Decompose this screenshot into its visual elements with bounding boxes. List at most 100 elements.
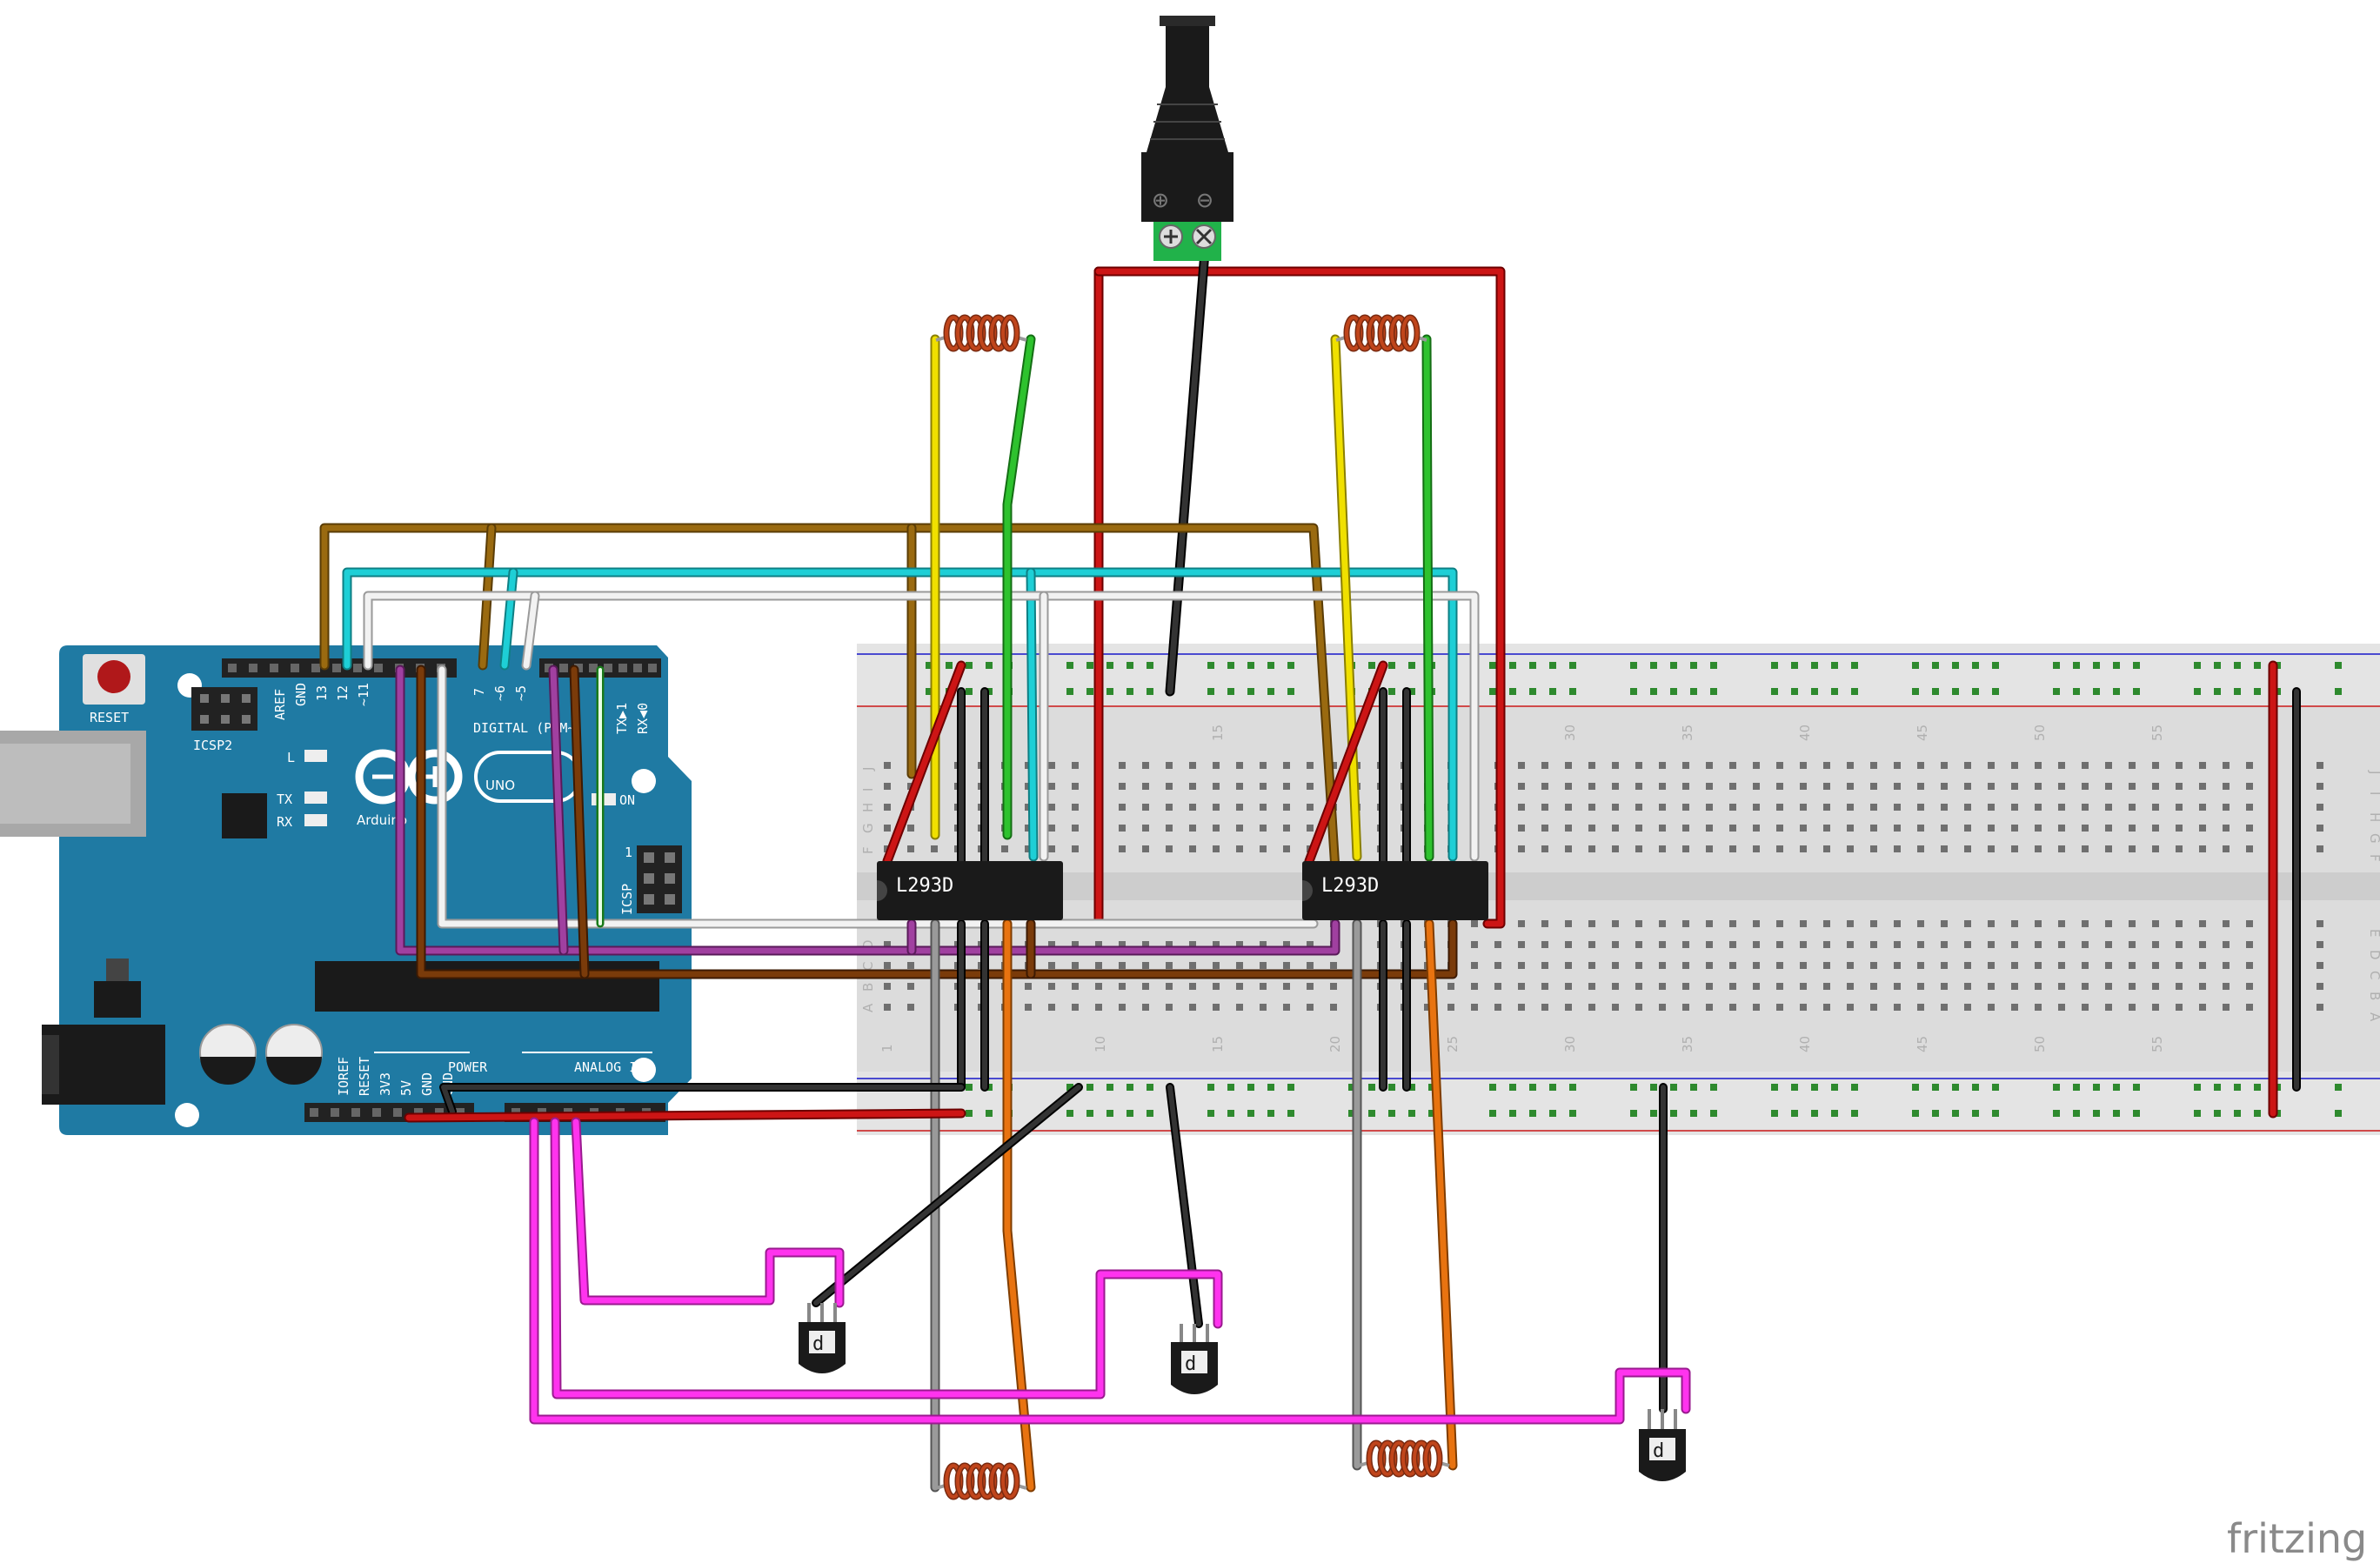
bb-hole	[1119, 783, 1126, 790]
bb-hole	[1988, 825, 1995, 832]
pin-label: 7	[471, 688, 487, 696]
bb-hole	[1706, 1004, 1713, 1011]
sensor-label: d	[1653, 1440, 1664, 1462]
bb-num-bottom: 40	[1797, 1036, 1813, 1052]
bb-hole	[1870, 941, 1877, 948]
bb-hole	[1729, 983, 1736, 990]
bb-rail-hole	[1811, 688, 1818, 695]
bb-hole	[1823, 1004, 1830, 1011]
uno-text: UNO	[485, 778, 515, 793]
bb-hole	[1659, 962, 1666, 969]
bb-hole	[1776, 920, 1783, 927]
bb-hole	[1964, 920, 1971, 927]
bb-hole	[1166, 804, 1173, 811]
bb-hole	[1236, 825, 1243, 832]
bb-hole	[1847, 804, 1854, 811]
bb-hole	[884, 804, 891, 811]
bb-hole	[1941, 920, 1948, 927]
bb-hole	[1119, 825, 1126, 832]
bb-hole	[2199, 783, 2206, 790]
header-pin	[435, 1108, 444, 1117]
bb-hole	[884, 962, 891, 969]
bb-hole	[1941, 762, 1948, 769]
bb-rail-hole	[2254, 1084, 2261, 1091]
bb-rail-hole	[1388, 1084, 1395, 1091]
bb-rail-hole	[1126, 688, 1133, 695]
bb-hole	[1260, 983, 1267, 990]
bb-rail-hole	[1831, 1084, 1838, 1091]
reset-button-cap[interactable]	[97, 660, 130, 693]
bb-hole	[2105, 941, 2112, 948]
bb-rail-hole	[966, 688, 973, 695]
bb-hole	[2105, 804, 2112, 811]
bb-hole	[1494, 1004, 1501, 1011]
bb-hole	[1917, 762, 1924, 769]
bb-row-letter: J	[2367, 770, 2380, 774]
bb-rail-hole	[1227, 1110, 1234, 1117]
bb-hole	[2011, 804, 2018, 811]
bb-hole	[1283, 1004, 1290, 1011]
bb-hole	[1142, 804, 1149, 811]
bb-hole	[1518, 804, 1525, 811]
bb-rail-hole	[1086, 688, 1093, 695]
bb-hole	[1283, 825, 1290, 832]
bb-num-bottom: 10	[1093, 1036, 1108, 1052]
header-pin	[310, 1108, 318, 1117]
bb-num-bottom: 20	[1327, 1036, 1343, 1052]
bb-hole	[1776, 762, 1783, 769]
bb-hole	[1612, 783, 1619, 790]
coil-top-left	[935, 314, 1027, 352]
bb-hole	[2176, 1004, 2183, 1011]
wire-brown	[321, 524, 1339, 873]
bb-hole	[1213, 825, 1220, 832]
mount-hole	[175, 1103, 199, 1127]
bb-hole	[2058, 825, 2065, 832]
bb-num-bottom: 50	[2032, 1036, 2048, 1052]
bb-num-bottom: 15	[1210, 1036, 1226, 1052]
analog-label: ANALOG IN	[574, 1059, 645, 1075]
bb-hole	[2082, 762, 2089, 769]
header-pin	[228, 664, 237, 672]
bb-num-top: 35	[1680, 725, 1695, 741]
header-pin	[353, 664, 362, 672]
bb-hole	[2223, 845, 2230, 852]
bb-hole	[1119, 962, 1126, 969]
bb-rail-hole	[1147, 688, 1153, 695]
bb-rail-hole	[1267, 1110, 1274, 1117]
bb-hole	[1988, 983, 1995, 990]
bb-hole	[1941, 962, 1948, 969]
bb-hole	[2058, 920, 2065, 927]
bb-hole	[2152, 941, 2159, 948]
bb-row-letter: B	[860, 983, 876, 992]
bb-hole	[2176, 983, 2183, 990]
bb-hole	[1847, 941, 1854, 948]
bb-hole	[1447, 1004, 1454, 1011]
bb-hole	[2223, 1004, 2230, 1011]
bb-hole	[2176, 920, 2183, 927]
bb-hole	[1518, 941, 1525, 948]
bb-hole	[1494, 983, 1501, 990]
bb-hole	[2176, 804, 2183, 811]
bb-hole	[1471, 920, 1478, 927]
hall-sensor-3: d	[1639, 1409, 1686, 1481]
bb-row-letter: I	[860, 788, 876, 792]
bb-hole	[2199, 762, 2206, 769]
bb-rail-hole	[1207, 1110, 1214, 1117]
bb-rail-hole	[2214, 662, 2221, 669]
bb-hole	[2011, 762, 2018, 769]
bb-hole	[1894, 962, 1901, 969]
bb-hole	[2199, 825, 2206, 832]
bb-hole	[1283, 783, 1290, 790]
bb-hole	[2129, 804, 2136, 811]
bb-hole	[1541, 1004, 1548, 1011]
bb-hole	[2152, 983, 2159, 990]
bb-row-letter: D	[2367, 950, 2380, 960]
bb-rail-hole	[1549, 688, 1556, 695]
arduino-uno: RESET ICSP2 L TX RX ON Arduino UNO	[0, 645, 692, 1135]
bb-rail-hole	[2053, 1084, 2060, 1091]
bb-hole	[1870, 804, 1877, 811]
bb-hole	[1189, 983, 1196, 990]
bb-rail-hole	[1932, 1110, 1939, 1117]
bb-rail-hole	[1851, 688, 1858, 695]
bb-hole	[2105, 1004, 2112, 1011]
